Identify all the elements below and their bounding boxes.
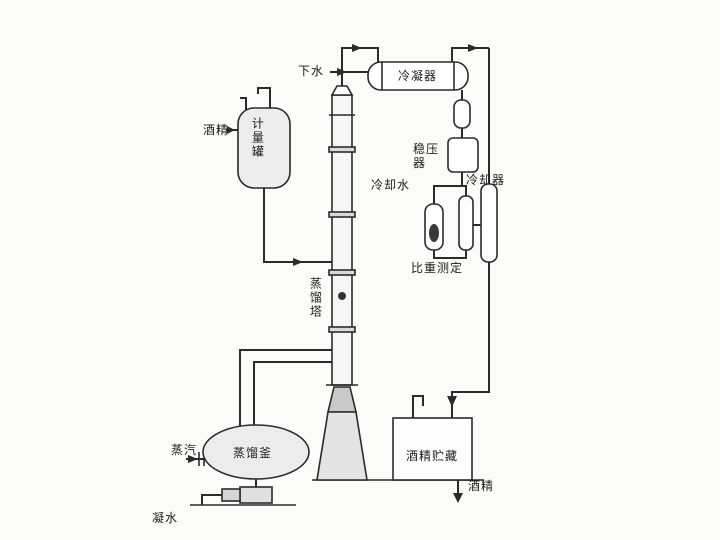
column-flange-4 [328,326,356,333]
pipe-stabilizer-to-sightglass [433,172,463,204]
pump-motor [221,488,241,502]
flow-arrow-steam [188,455,198,463]
column-flange-1 [328,146,356,153]
condenser-tube-sheets [381,62,455,90]
column-cone [326,386,358,413]
label-alcohol-feed: 酒精 [203,123,230,137]
flow-arrow-feed [293,258,303,266]
column-top-cap [330,85,354,96]
pipe-meastank-stub-left [240,97,247,112]
storage-tank-vessel [392,417,473,481]
vessels [202,61,498,504]
label-distillation-kettle: 蒸馏釜 [233,446,273,460]
flow-arrow-alcohol-in [227,126,235,134]
label-gravity-measure: 比重测定 [411,261,464,275]
label-distillation-column: 蒸馏塔 [308,277,323,319]
flow-arrow-top-right [468,44,478,52]
measuring-tank-vessel [237,107,291,189]
label-stabilizer: 稳压器 [413,142,440,171]
column-skirt [316,411,368,481]
label-steam: 蒸汽 [171,443,198,457]
label-condenser: 冷凝器 [398,69,438,83]
pipe-cooler-to-tank [451,262,490,418]
cooler-vessel [480,183,498,263]
label-condensate: 凝水 [152,511,179,525]
separator-bulb [453,99,471,129]
kettle-vessel [202,424,310,480]
flow-arrow-product [453,493,463,503]
column-flange-3 [328,269,356,276]
flow-arrow-to-tank [447,396,457,407]
pipe-meastank-stub-right [257,87,271,112]
pipe-column-kettle-a [239,349,332,426]
pipe-column-kettle-b [253,361,332,426]
pipe-tube-top-stub [460,185,467,196]
column-body [331,94,353,386]
flow-arrow-overhead [352,44,362,52]
label-drain-water: 下水 [298,64,325,78]
flow-arrows [188,44,478,503]
label-alcohol-product: 酒精 [468,479,495,493]
pipe-tank-vent [412,395,424,418]
pump-body [239,486,273,504]
pipe-sightglass-loop [433,250,467,259]
label-cooling-water: 冷却水 [371,178,411,192]
column-sight-port [338,292,346,300]
label-alcohol-storage: 酒精贮藏 [406,449,459,463]
label-measuring-tank: 计量罐 [250,117,265,159]
pipe-pump-drain [201,494,222,505]
sight-glass-float [429,224,439,242]
pipe-feed-line [263,188,332,263]
stabilizer-vessel [447,137,479,173]
label-cooler: 冷却器 [466,173,506,187]
condenser-vessel [367,61,469,91]
intermediate-tube [458,195,474,251]
column-flange-2 [328,211,356,218]
flow-arrow-drain [337,68,347,76]
